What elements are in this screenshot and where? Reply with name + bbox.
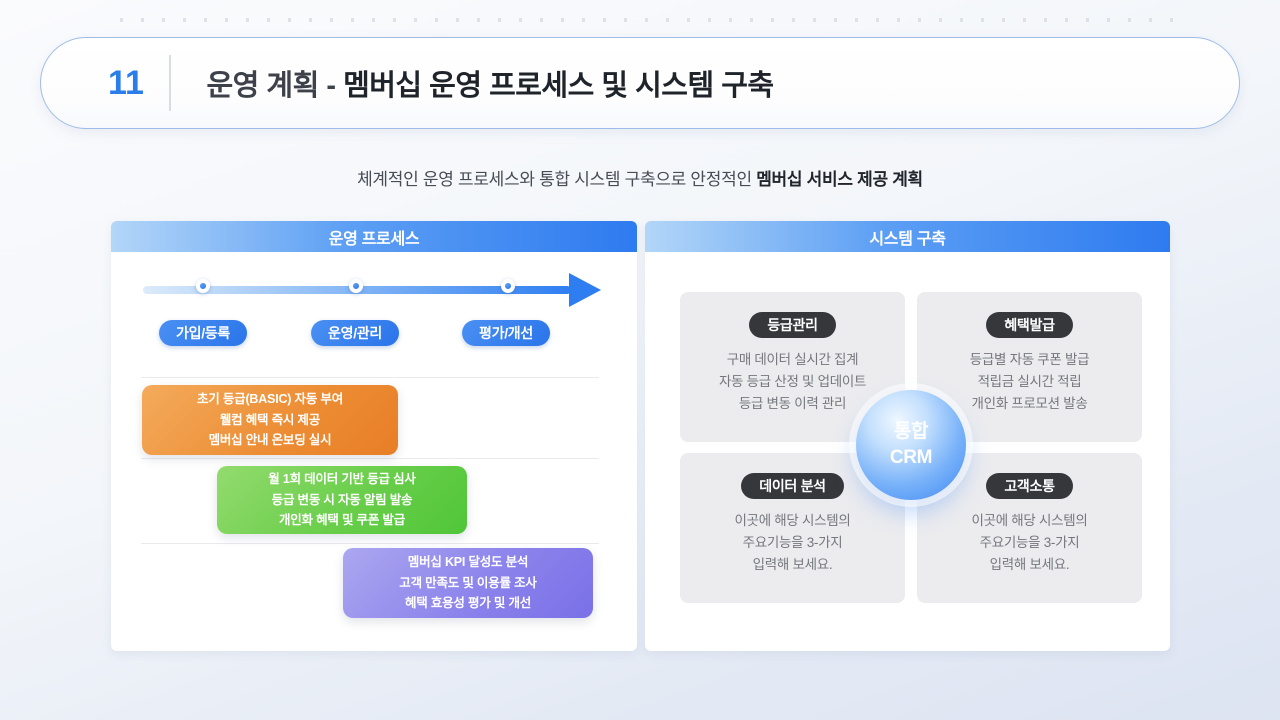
stage-box-evaluate-text: 멤버십 KPI 달성도 분석 고객 만족도 및 이용률 조사 혜택 효용성 평가…: [399, 552, 537, 614]
card-line: 구매 데이터 실시간 집계: [726, 352, 859, 367]
system-build-panel: 시스템 구축 등급관리 구매 데이터 실시간 집계 자동 등급 산정 및 업데이…: [645, 221, 1170, 651]
card-line: 개인화 프로모션 발송: [971, 395, 1088, 411]
integrated-crm-circle: 통합 CRM: [856, 390, 966, 500]
card-text-benefit-issuing: 등급별 자동 쿠폰 발급 적립금 실시간 적립 개인화 프로모션 발송: [969, 349, 1090, 415]
stage-box-join-text: 초기 등급(BASIC) 자동 부여 웰컴 혜택 즉시 제공 멤버십 안내 온보…: [197, 389, 343, 451]
stage-box-operate-text: 월 1회 데이터 기반 등급 심사 등급 변동 시 자동 알림 발송 개인화 혜…: [268, 469, 416, 531]
card-badge-benefit-issuing: 혜택발급: [986, 312, 1073, 338]
slide-title: 운영 계획 - 멤버십 운영 프로세스 및 시스템 구축: [206, 62, 775, 104]
crm-label-line1: 통합: [893, 421, 929, 443]
system-build-panel-header: 시스템 구축: [645, 221, 1170, 252]
decorative-dotted-line: [120, 18, 1180, 22]
timeline-dot-1: [196, 279, 210, 293]
timeline-step-join: 가입/등록: [159, 320, 247, 346]
subtitle-bold: 멤버십 서비스 제공 계획: [756, 170, 923, 189]
card-line: 등급 변동 이력 관리: [738, 395, 847, 411]
timeline-arrowhead-icon: [569, 273, 601, 307]
card-line: 등급별 자동 쿠폰 발급: [969, 352, 1090, 367]
slide-title-regular: 운영 계획 -: [206, 70, 344, 102]
stage-box-operate: 월 1회 데이터 기반 등급 심사 등급 변동 시 자동 알림 발송 개인화 혜…: [217, 466, 467, 534]
operation-process-panel: 운영 프로세스 가입/등록 운영/관리 평가/개선 초기 등급(BASIC) 자…: [111, 221, 637, 651]
card-line: 입력해 보세요.: [752, 556, 833, 572]
card-line: 적립금 실시간 적립: [977, 373, 1082, 389]
stage-box-evaluate: 멤버십 KPI 달성도 분석 고객 만족도 및 이용률 조사 혜택 효용성 평가…: [343, 548, 593, 618]
stage-separator-2: [141, 458, 599, 459]
timeline-dot-3: [501, 279, 515, 293]
card-line: 자동 등급 산정 및 업데이트: [718, 373, 867, 389]
system-card-customer-communication: 고객소통 이곳에 해당 시스템의 주요기능을 3-가지 입력해 보세요.: [917, 453, 1142, 603]
card-text-data-analysis: 이곳에 해당 시스템의 주요기능을 3-가지 입력해 보세요.: [735, 510, 851, 576]
card-line: 주요기능을 3-가지: [979, 534, 1080, 550]
card-badge-grade-management: 등급관리: [749, 312, 836, 338]
card-line: 이곳에 해당 시스템의: [971, 513, 1088, 528]
stage-line: 등급 변동 시 자동 알림 발송: [271, 492, 413, 507]
crm-label-line2: CRM: [889, 447, 933, 468]
stage-line: 멤버십 KPI 달성도 분석: [407, 555, 529, 570]
stage-line: 월 1회 데이터 기반 등급 심사: [268, 472, 416, 487]
timeline-step-operate: 운영/관리: [311, 320, 399, 346]
stage-separator-1: [141, 377, 599, 378]
card-text-customer-communication: 이곳에 해당 시스템의 주요기능을 3-가지 입력해 보세요.: [972, 510, 1088, 576]
card-badge-data-analysis: 데이터 분석: [741, 473, 844, 499]
timeline-dot-2: [349, 279, 363, 293]
card-line: 이곳에 해당 시스템의: [734, 513, 851, 528]
stage-separator-3: [141, 543, 599, 544]
stage-box-join: 초기 등급(BASIC) 자동 부여 웰컴 혜택 즉시 제공 멤버십 안내 온보…: [142, 385, 398, 455]
stage-line: 멤버십 안내 온보딩 실시: [208, 433, 332, 448]
stage-line: 혜택 효용성 평가 및 개선: [404, 596, 532, 611]
card-badge-customer-communication: 고객소통: [986, 473, 1073, 499]
timeline-step-evaluate: 평가/개선: [462, 320, 550, 346]
stage-line: 초기 등급(BASIC) 자동 부여: [196, 392, 344, 407]
header-divider: [169, 55, 171, 111]
stage-line: 고객 만족도 및 이용률 조사: [399, 575, 537, 590]
stage-line: 웰컴 혜택 즉시 제공: [219, 412, 321, 427]
subtitle-regular: 체계적인 운영 프로세스와 통합 시스템 구축으로 안정적인: [357, 170, 757, 189]
slide-header-banner: 11 운영 계획 - 멤버십 운영 프로세스 및 시스템 구축: [40, 37, 1240, 129]
stage-line: 개인화 혜택 및 쿠폰 발급: [278, 513, 406, 528]
card-text-grade-management: 구매 데이터 실시간 집계 자동 등급 산정 및 업데이트 등급 변동 이력 관…: [719, 349, 866, 415]
page-number: 11: [108, 63, 144, 102]
card-line: 입력해 보세요.: [989, 556, 1070, 572]
system-card-data-analysis: 데이터 분석 이곳에 해당 시스템의 주요기능을 3-가지 입력해 보세요.: [680, 453, 905, 603]
slide-subtitle: 체계적인 운영 프로세스와 통합 시스템 구축으로 안정적인 멤버십 서비스 제…: [0, 165, 1280, 190]
card-line: 주요기능을 3-가지: [742, 534, 843, 550]
operation-process-panel-header: 운영 프로세스: [111, 221, 637, 252]
slide-title-bold: 멤버십 운영 프로세스 및 시스템 구축: [343, 70, 774, 102]
